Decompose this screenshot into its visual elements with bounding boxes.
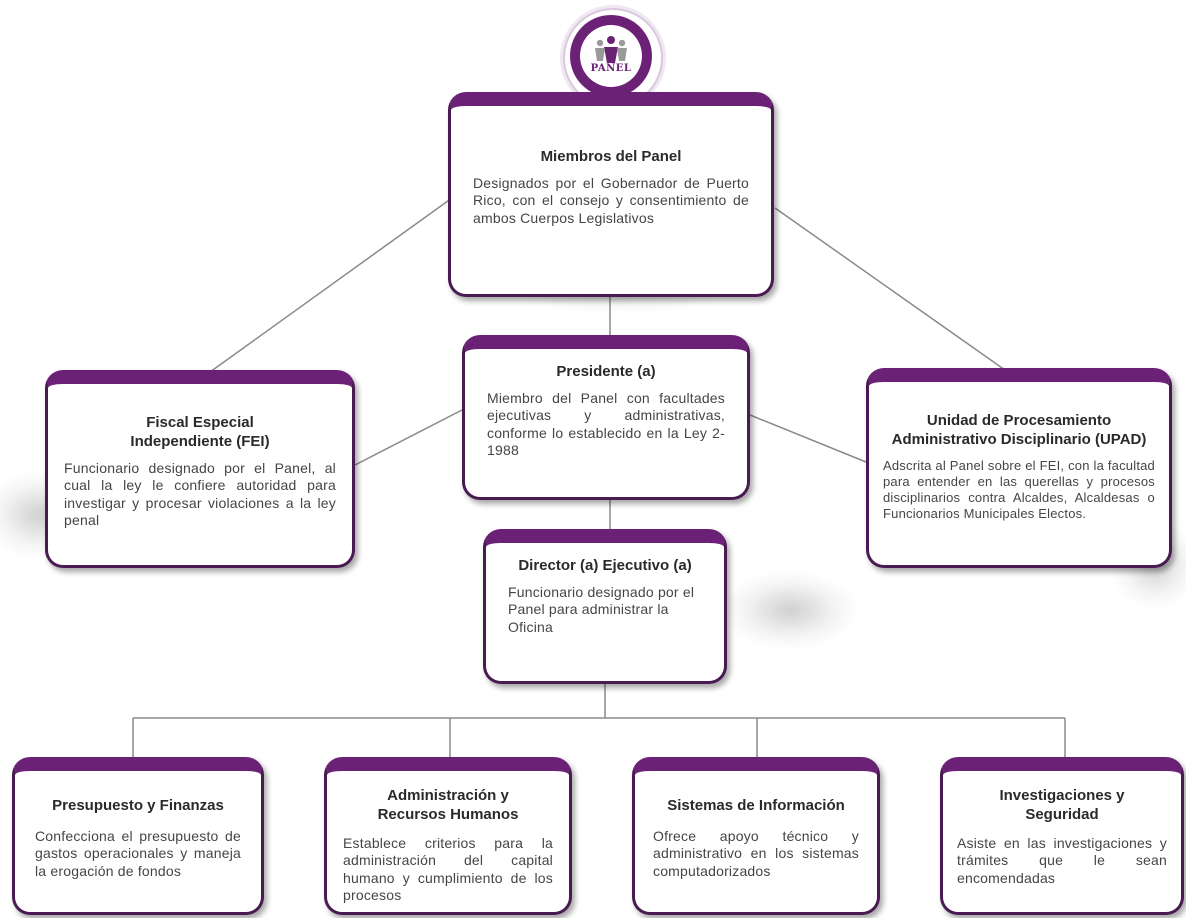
node-fei: Fiscal Especial Independiente (FEI) Func… bbox=[45, 370, 355, 568]
connector-miembros-fei bbox=[209, 197, 453, 373]
node-upad: Unidad de Procesamiento Administrativo D… bbox=[866, 368, 1172, 568]
node-fei-desc: Funcionario designado por el Panel, al c… bbox=[64, 459, 336, 529]
node-presidente-title: Presidente (a) bbox=[556, 363, 656, 380]
node-administracion-title: Administración y Recursos Humanos bbox=[377, 787, 519, 823]
shadow-director bbox=[720, 570, 860, 650]
node-director-title: Director (a) Ejecutivo (a) bbox=[518, 557, 692, 574]
node-sistemas: Sistemas de Información Ofrece apoyo téc… bbox=[632, 757, 880, 915]
node-sistemas-title: Sistemas de Información bbox=[667, 797, 845, 814]
connector-presidente-fei bbox=[354, 409, 463, 466]
node-miembros-desc: Designados por el Gobernador de Puerto R… bbox=[473, 174, 749, 226]
node-presidente: Presidente (a) Miembro del Panel con fac… bbox=[462, 335, 750, 500]
connector-presidente-upad bbox=[749, 414, 867, 463]
node-presidente-desc: Miembro del Panel con facultades ejecuti… bbox=[487, 389, 725, 459]
node-upad-title: Unidad de Procesamiento Administrativo D… bbox=[891, 412, 1147, 448]
node-administracion: Administración y Recursos Humanos Establ… bbox=[324, 757, 572, 915]
connector-miembros-upad bbox=[774, 207, 1006, 371]
node-fei-title: Fiscal Especial Independiente (FEI) bbox=[130, 414, 270, 450]
node-miembros-title: Miembros del Panel bbox=[540, 148, 682, 165]
node-director-desc: Funcionario designado por el Panel para … bbox=[508, 583, 695, 635]
logo-inner: PANEL bbox=[580, 25, 642, 87]
node-investigaciones-title: Investigaciones y Seguridad bbox=[999, 787, 1125, 823]
node-presupuesto: Presupuesto y Finanzas Confecciona el pr… bbox=[12, 757, 264, 915]
node-presupuesto-desc: Confecciona el presupuesto de gastos ope… bbox=[35, 827, 241, 879]
node-miembros: Miembros del Panel Designados por el Gob… bbox=[448, 92, 774, 297]
node-investigaciones-desc: Asiste en las investigaciones y trámites… bbox=[957, 834, 1167, 886]
node-administracion-desc: Establece criterios para la administraci… bbox=[343, 834, 553, 904]
people-icon bbox=[595, 36, 627, 63]
node-upad-desc: Adscrita al Panel sobre el FEI, con la f… bbox=[883, 457, 1155, 522]
node-sistemas-desc: Ofrece apoyo técnico y administrativo en… bbox=[653, 827, 859, 879]
node-presupuesto-title: Presupuesto y Finanzas bbox=[52, 797, 224, 814]
logo-word: PANEL bbox=[590, 63, 632, 74]
panel-logo: PANEL bbox=[563, 8, 663, 108]
node-director: Director (a) Ejecutivo (a) Funcionario d… bbox=[483, 529, 727, 684]
node-investigaciones: Investigaciones y Seguridad Asiste en la… bbox=[940, 757, 1184, 915]
